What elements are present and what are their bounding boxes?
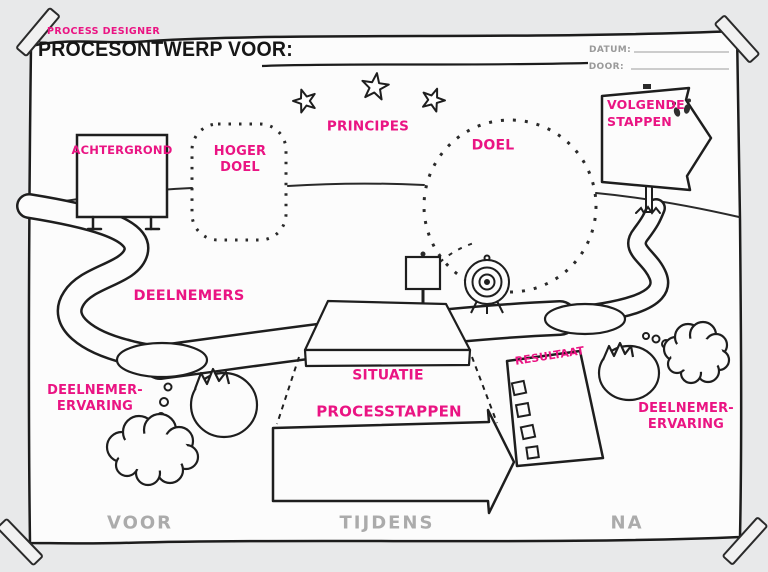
tape-icon bbox=[16, 7, 60, 57]
thought-cloud bbox=[662, 320, 731, 385]
speech-bubble bbox=[189, 367, 259, 439]
achtergrond-sign bbox=[75, 133, 169, 231]
situatie-sign bbox=[404, 251, 442, 303]
title-fill-line bbox=[261, 61, 589, 68]
checkbox-icon bbox=[519, 423, 537, 441]
road-spot-na bbox=[543, 302, 627, 336]
doel-zone bbox=[422, 118, 598, 294]
checkbox-icon bbox=[514, 401, 532, 419]
footprints-icon bbox=[672, 98, 691, 117]
checkbox-icon bbox=[510, 379, 528, 397]
tape-icon bbox=[714, 15, 760, 63]
processtappen-arrow bbox=[271, 408, 516, 515]
hoger-doel-zone bbox=[190, 122, 288, 242]
trail-dashes bbox=[439, 242, 475, 263]
checkbox-icon bbox=[525, 445, 540, 460]
tape-icon bbox=[0, 518, 43, 566]
road-spot-voor bbox=[115, 341, 209, 379]
situatie-platform bbox=[303, 299, 472, 368]
resultaat-checklist bbox=[505, 349, 605, 468]
projection-dashes bbox=[276, 356, 498, 425]
speech-bubble bbox=[597, 341, 661, 402]
volgende-stappen-sign bbox=[600, 84, 713, 215]
target-icon bbox=[464, 254, 510, 314]
tape-icon bbox=[722, 517, 768, 565]
thought-cloud bbox=[105, 412, 200, 487]
